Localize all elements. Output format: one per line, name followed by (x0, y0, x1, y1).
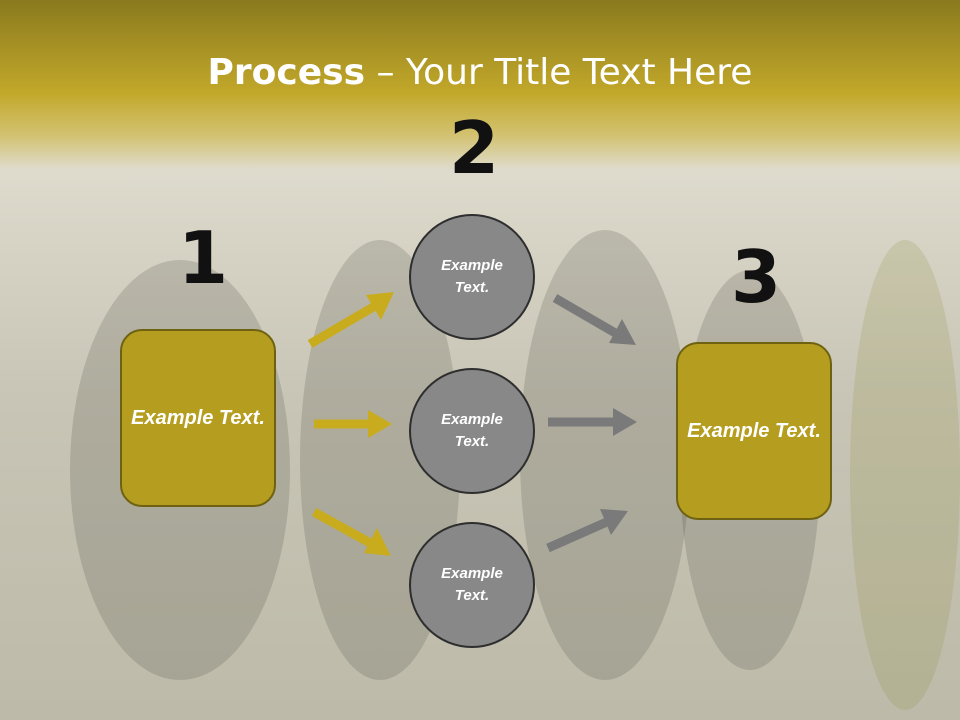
title-rest: – Your Title Text Here (365, 52, 753, 93)
background-figure (520, 230, 690, 680)
circle-top: Example Text. (409, 214, 535, 340)
circle-middle-text: Example Text. (441, 410, 503, 451)
header-band (0, 0, 960, 170)
circle-bottom-text: Example Text. (441, 564, 503, 605)
title-bold: Process (207, 52, 366, 93)
step-number-2: 2 (449, 106, 500, 190)
step-number-1: 1 (178, 216, 229, 300)
circle-top-text: Example Text. (441, 256, 503, 297)
arrow-top-to-right (552, 294, 636, 345)
arrow-left-to-middle (314, 410, 392, 438)
left-text-box: Example Text. (120, 329, 276, 507)
background-figure (850, 240, 960, 710)
right-text-box: Example Text. (676, 342, 832, 520)
arrow-middle-to-right (548, 408, 637, 436)
arrow-left-to-top (307, 292, 394, 348)
page-title: Process – Your Title Text Here (0, 52, 960, 93)
left-box-text: Example Text. (131, 406, 265, 429)
circle-middle: Example Text. (409, 368, 535, 494)
step-number-3: 3 (731, 235, 782, 319)
right-box-text: Example Text. (687, 419, 821, 442)
circle-bottom: Example Text. (409, 522, 535, 648)
arrow-left-to-bottom (311, 508, 391, 556)
arrow-bottom-to-right (546, 509, 628, 553)
